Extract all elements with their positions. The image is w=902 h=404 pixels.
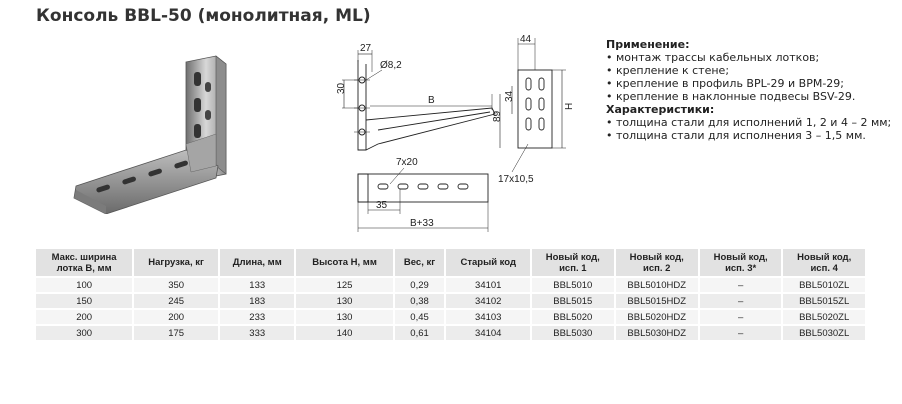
table-cell: 34101 (445, 276, 533, 293)
table-cell: 200 (36, 308, 135, 325)
list-item: монтаж трассы кабельных лотков; (606, 51, 896, 64)
table-row: 100 350 133 125 0,29 34101 BBL5010 BBL50… (36, 276, 867, 293)
list-item: крепление в профиль BPL-29 и BPM-29; (606, 77, 896, 90)
header-load: Нагрузка, кг (133, 249, 220, 277)
table-cell: BBL5020 (531, 308, 616, 325)
table-cell: BBL5010 (531, 276, 616, 293)
page-title: Консоль BBL-50 (монолитная, ML) (36, 6, 371, 26)
table-cell: – (698, 324, 784, 340)
table-cell: BBL5015ZL (782, 292, 867, 309)
table-cell: – (698, 276, 784, 293)
table-row: 300 175 333 140 0,61 34104 BBL5030 BBL50… (36, 324, 867, 340)
characteristics-list: толщина стали для исполнений 1, 2 и 4 – … (606, 116, 896, 142)
dim-34-label: 34 (504, 90, 515, 102)
table-cell: – (698, 292, 784, 309)
table-cell: 133 (219, 276, 297, 293)
technical-drawing: 27 30 Ø8,2 B 44 34 89 H 7x20 17x10,5 35 … (336, 34, 575, 232)
dim-27-label: 27 (360, 43, 372, 54)
header-old-code: Старый код (445, 249, 533, 277)
table-row: 200 200 233 130 0,45 34103 BBL5020 BBL50… (36, 308, 867, 325)
table-cell: 100 (36, 276, 135, 293)
table-cell: 130 (295, 308, 395, 325)
table-cell: 34102 (445, 292, 533, 309)
header-new-code-3: Новый код, исп. 3* (698, 249, 784, 277)
header-length: Длина, мм (219, 249, 297, 277)
table-cell: 245 (133, 292, 220, 309)
table-row: 150 245 183 130 0,38 34102 BBL5015 BBL50… (36, 292, 867, 309)
table-cell: BBL5030HDZ (614, 324, 700, 340)
table-cell: 333 (219, 324, 297, 340)
table-cell: 175 (133, 324, 220, 340)
table-cell: 0,61 (393, 324, 447, 340)
table-cell: 183 (219, 292, 297, 309)
table-cell: 300 (36, 324, 135, 340)
table-cell: 350 (133, 276, 220, 293)
table-cell: 34104 (445, 324, 533, 340)
list-item: толщина стали для исполнения 3 – 1,5 мм. (606, 129, 896, 142)
dim-b-label: B (428, 95, 435, 106)
dim-35-label: 35 (376, 200, 388, 211)
table-cell: 125 (295, 276, 395, 293)
table-cell: 150 (36, 292, 135, 309)
bracket-photo (73, 55, 227, 214)
header-weight: Вес, кг (393, 249, 447, 277)
table-cell: 130 (295, 292, 395, 309)
table-cell: BBL5020HDZ (614, 308, 700, 325)
dim-44-label: 44 (520, 34, 532, 45)
table-header-row: Макс. ширина лотка B, мм Нагрузка, кг Дл… (36, 249, 867, 277)
dim-89-label: 89 (492, 110, 503, 122)
table-cell: BBL5030ZL (782, 324, 867, 340)
header-new-code-4: Новый код, исп. 4 (782, 249, 867, 277)
application-list: монтаж трассы кабельных лотков; креплени… (606, 51, 896, 103)
header-new-code-1: Новый код, исп. 1 (531, 249, 616, 277)
table-cell: 34103 (445, 308, 533, 325)
table-cell: BBL5010ZL (782, 276, 867, 293)
dim-30-label: 30 (336, 82, 347, 94)
table-cell: 233 (219, 308, 297, 325)
list-item: толщина стали для исполнений 1, 2 и 4 – … (606, 116, 896, 129)
list-item: крепление к стене; (606, 64, 896, 77)
table-cell: 0,45 (393, 308, 447, 325)
dim-b33-label: B+33 (410, 218, 434, 229)
list-item: крепление в наклонные подвесы BSV-29. (606, 90, 896, 103)
table-cell: BBL5010HDZ (614, 276, 700, 293)
header-height: Высота H, мм (295, 249, 395, 277)
table-cell: BBL5015HDZ (614, 292, 700, 309)
hole-diameter-label: Ø8,2 (380, 60, 402, 71)
header-new-code-2: Новый код, исп. 2 (614, 249, 700, 277)
table-cell: BBL5020ZL (782, 308, 867, 325)
dim-h-label: H (564, 103, 575, 110)
characteristics-heading: Характеристики: (606, 103, 715, 116)
header-max-width: Макс. ширина лотка B, мм (36, 249, 135, 277)
table-cell: 0,29 (393, 276, 447, 293)
table-cell: – (698, 308, 784, 325)
table-cell: 140 (295, 324, 395, 340)
specs-table: Макс. ширина лотка B, мм Нагрузка, кг Дл… (36, 249, 867, 340)
table-cell: 200 (133, 308, 220, 325)
table-cell: BBL5030 (531, 324, 616, 340)
slot-side-label: 17x10,5 (498, 174, 534, 185)
slot-top-label: 7x20 (396, 157, 418, 168)
table-cell: 0,38 (393, 292, 447, 309)
table-cell: BBL5015 (531, 292, 616, 309)
application-heading: Применение: (606, 38, 690, 51)
specs-block: Применение: монтаж трассы кабельных лотк… (606, 38, 896, 142)
